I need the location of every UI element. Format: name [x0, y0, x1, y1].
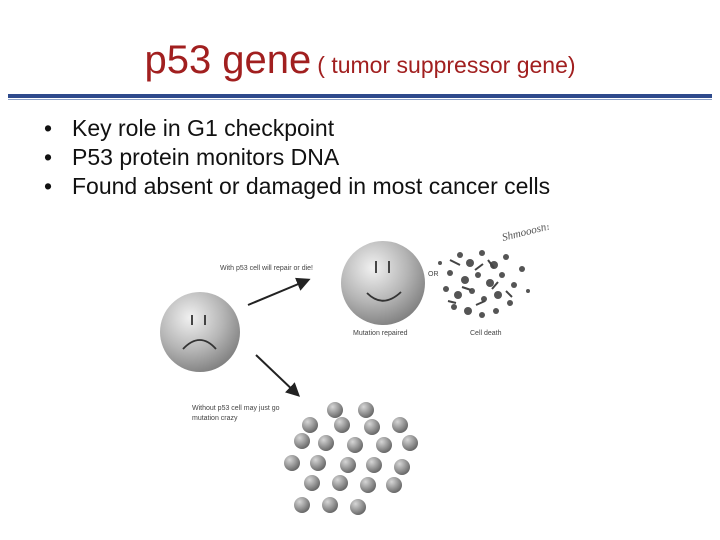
- without-p53-label-line2: mutation crazy: [192, 415, 238, 422]
- arrow-to-mutation: [255, 354, 301, 397]
- bullet-item: • P53 protein monitors DNA: [44, 143, 550, 172]
- cell-death-label: Cell death: [470, 330, 502, 337]
- bullet-item: • Key role in G1 checkpoint: [44, 114, 550, 143]
- mutation-repaired-label: Mutation repaired: [353, 330, 408, 337]
- bullet-list: • Key role in G1 checkpoint • P53 protein …: [44, 114, 550, 201]
- cell-death-splatter: [438, 250, 530, 318]
- bullet-dot: •: [44, 115, 53, 141]
- title-main: p53 gene: [144, 38, 312, 82]
- bullet-text: Key role in G1 checkpoint: [72, 115, 335, 141]
- bullet-dot: •: [44, 144, 53, 170]
- or-label: OR: [428, 271, 439, 278]
- bullet-item: • Found absent or damaged in most cancer …: [44, 172, 550, 201]
- bullet-dot: •: [44, 173, 53, 199]
- p53-diagram: With p53 cell will repair or die! OR Shm…: [160, 225, 552, 515]
- without-p53-label-line1: Without p53 cell may just go: [192, 405, 280, 412]
- with-p53-label: With p53 cell will repair or die!: [220, 265, 313, 272]
- bullet-text: P53 protein monitors DNA: [72, 144, 340, 170]
- title-divider-thin: [8, 99, 712, 100]
- slide-title: p53 gene( tumor suppressor gene): [0, 38, 720, 83]
- title-divider: [8, 94, 712, 98]
- title-subtitle: ( tumor suppressor gene): [317, 52, 576, 78]
- mutated-cells-cluster: [284, 402, 418, 515]
- arrow-to-repair: [247, 277, 311, 306]
- sad-face-cell: [160, 292, 240, 372]
- bullet-text: Found absent or damaged in most cancer c…: [72, 173, 551, 199]
- smiley-cell: [341, 241, 425, 325]
- shmooosh-label: Shmooosh!: [501, 225, 552, 244]
